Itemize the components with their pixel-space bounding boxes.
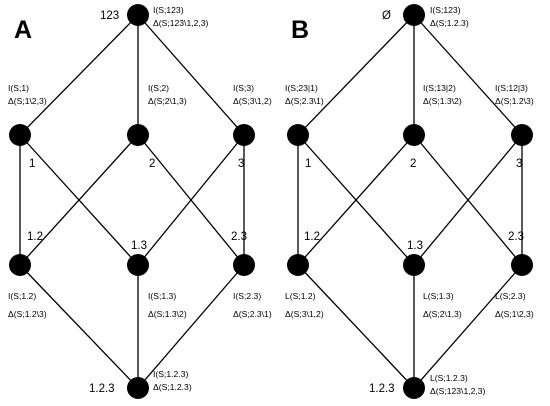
node-annotation: Δ(S;1.3\2)	[148, 309, 187, 319]
node-a-3	[233, 124, 255, 146]
node-label: Ø	[382, 10, 391, 22]
node-annotation: I(S;1.3)	[148, 291, 176, 301]
node-label: 123	[100, 10, 119, 22]
edge-b-2-12	[297, 134, 415, 266]
node-b-1	[287, 124, 309, 146]
node-annotation: L(S;1.2.3)	[430, 373, 468, 383]
node-annotation: Δ(S;1.2.3)	[153, 382, 192, 392]
node-a-12	[9, 254, 31, 276]
node-annotation: I(S;2)	[148, 83, 169, 93]
node-label: 1.2	[304, 231, 320, 243]
node-annotation: I(S;3)	[233, 83, 254, 93]
node-annotation: I(S;1.2)	[8, 291, 36, 301]
node-label: 3	[516, 158, 522, 170]
panel-b-label: B	[291, 16, 309, 44]
node-b-23	[511, 254, 533, 276]
node-annotation: Δ(S;123\1,2,3)	[430, 386, 486, 396]
node-annotation: Δ(S;123\1,2,3)	[153, 18, 209, 28]
node-label: 2	[149, 158, 155, 170]
edge-b-3-13	[413, 134, 523, 266]
node-a-13	[127, 254, 149, 276]
node-label: 3	[238, 158, 244, 170]
edge-b-12-bottom	[297, 264, 415, 389]
node-label: 1.3	[131, 240, 147, 252]
node-annotation: Δ(S;1\2,3)	[8, 96, 47, 106]
edge-a-3-13	[137, 134, 245, 266]
node-annotation: Δ(S;2.3\1)	[233, 309, 272, 319]
edge-b-23-bottom	[413, 264, 523, 389]
node-a-123	[127, 4, 149, 26]
edge-a-23-123	[137, 264, 245, 389]
node-annotation: I(S;123)	[430, 5, 461, 15]
panel-b: B Ø 1 2 3 1.2 1.3 2.3 1.2.3 I(S;123)	[285, 4, 534, 399]
panel-a-label: A	[14, 16, 32, 44]
node-label: 1.3	[407, 240, 423, 252]
node-label: 1	[305, 158, 311, 170]
node-b-13	[403, 254, 425, 276]
node-annotation: Δ(S;2\1,3)	[148, 96, 187, 106]
node-annotation: L(S;2.3)	[495, 291, 526, 301]
panel-a: A 123 1 2 3 1.2 1.3 2.3 1.2.3 I(S;123)	[8, 4, 272, 399]
node-a-1	[9, 124, 31, 146]
node-a-123-bottom	[127, 377, 149, 399]
node-a-2	[127, 124, 149, 146]
node-label: 1	[29, 158, 35, 170]
node-annotation: I(S;23|1)	[285, 83, 318, 93]
edge-a-123-1	[19, 14, 139, 136]
node-annotation: Δ(S;1.2\3)	[495, 96, 534, 106]
edge-a-12-123	[19, 264, 139, 389]
node-a-23	[233, 254, 255, 276]
node-annotation: I(S;12|3)	[495, 83, 528, 93]
node-label: 2	[410, 158, 416, 170]
edge-a-2-12	[19, 134, 139, 266]
edge-b-top-1	[297, 14, 415, 136]
edge-a-123-3	[137, 14, 245, 136]
node-b-bottom	[403, 377, 425, 399]
node-label: 1.2.3	[369, 383, 395, 395]
node-annotation: Δ(S;3\1,2)	[233, 96, 272, 106]
node-annotation: I(S;2.3)	[233, 291, 261, 301]
node-label: 2.3	[508, 231, 524, 243]
node-annotation: Δ(S;1.2\3)	[8, 309, 47, 319]
node-annotation: Δ(S;2.3\1)	[285, 96, 324, 106]
edge-b-top-3	[413, 14, 523, 136]
node-b-12	[287, 254, 309, 276]
node-annotation: L(S;1.3)	[423, 291, 454, 301]
node-annotation: L(S;1.2)	[285, 291, 316, 301]
node-annotation: I(S;13|2)	[423, 83, 456, 93]
node-annotation: Δ(S;1.3\2)	[423, 96, 462, 106]
node-annotation: I(S;123)	[153, 5, 184, 15]
node-b-2	[403, 124, 425, 146]
node-annotation: Δ(S;2\1,3)	[423, 309, 462, 319]
node-annotation: I(S;1)	[8, 83, 29, 93]
node-label: 1.2	[27, 231, 43, 243]
node-annotation: Δ(S;3\1,2)	[285, 309, 324, 319]
node-annotation: Δ(S;1\2,3)	[495, 309, 534, 319]
node-label: 2.3	[231, 231, 247, 243]
node-b-top	[403, 4, 425, 26]
node-annotation: Δ(S;1.2.3)	[430, 18, 469, 28]
node-label: 1.2.3	[89, 383, 115, 395]
node-b-3	[511, 124, 533, 146]
node-annotation: I(S;1.2.3)	[153, 369, 188, 379]
